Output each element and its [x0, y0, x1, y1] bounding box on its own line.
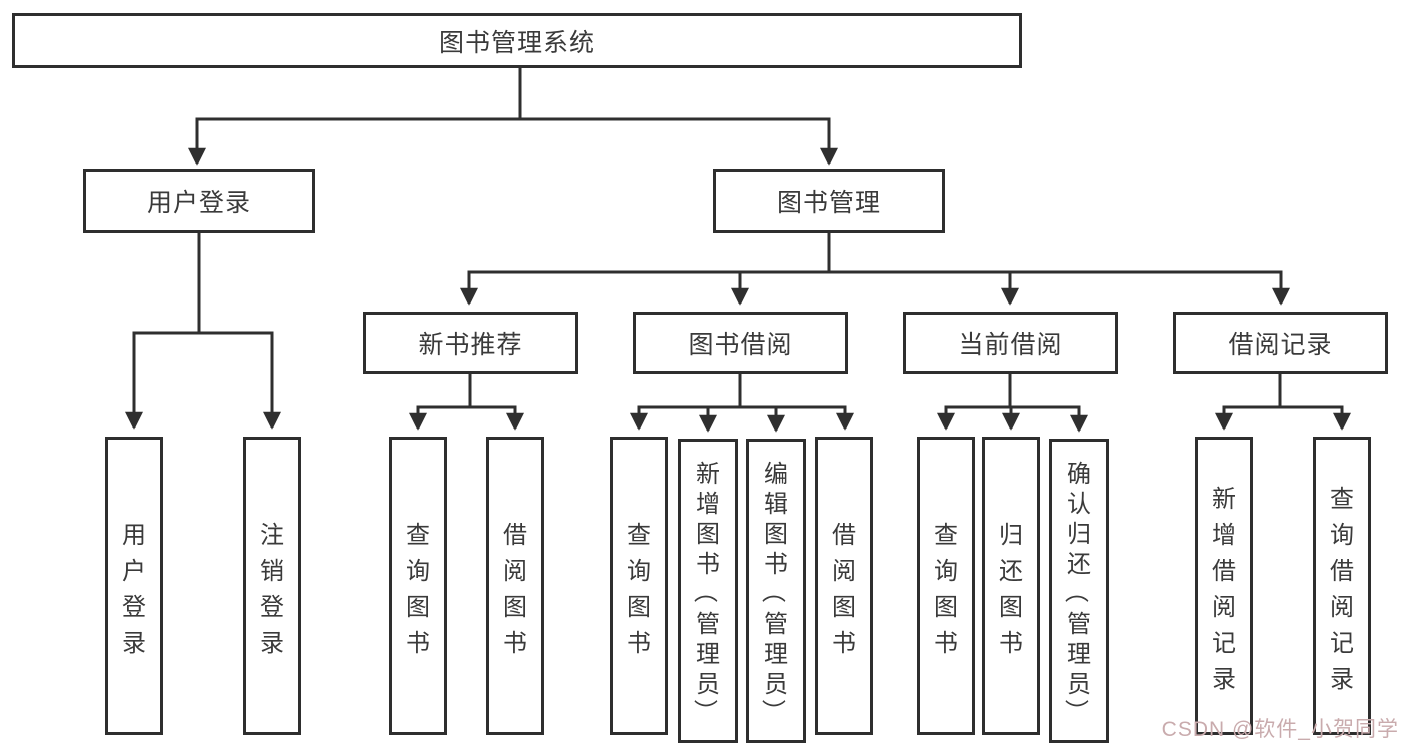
- leaf-label: 用户登录: [122, 521, 146, 657]
- leaf-label: 编辑图书（管理员）: [759, 460, 789, 724]
- leaf-current-confirm-admin: 确认归还（管理员）: [1049, 439, 1109, 743]
- node-user-login: 用户登录: [83, 169, 315, 233]
- leaf-borrow-edit-admin: 编辑图书（管理员）: [746, 439, 806, 743]
- leaf-logout: 注销登录: [243, 437, 301, 735]
- node-book-mgmt: 图书管理: [713, 169, 945, 233]
- leaf-current-query: 查询图书: [917, 437, 975, 735]
- leaf-borrow-book: 借阅图书: [815, 437, 873, 735]
- watermark-text: CSDN @软件_小贺同学: [1161, 718, 1399, 741]
- node-current-borrow: 当前借阅: [903, 312, 1118, 374]
- leaf-label: 借阅图书: [832, 521, 856, 657]
- leaf-record-query: 查询借阅记录: [1313, 437, 1371, 735]
- leaf-label: 查询图书: [406, 521, 430, 657]
- leaf-borrow-add-admin: 新增图书（管理员）: [678, 439, 738, 743]
- leaf-label: 注销登录: [260, 521, 284, 657]
- leaf-newbook-query: 查询图书: [389, 437, 447, 735]
- leaf-label: 归还图书: [999, 521, 1023, 657]
- leaf-label: 借阅图书: [503, 521, 527, 657]
- node-root: 图书管理系统: [12, 13, 1022, 68]
- leaf-borrow-query: 查询图书: [610, 437, 668, 735]
- leaf-newbook-borrow: 借阅图书: [486, 437, 544, 735]
- leaf-label: 查询借阅记录: [1330, 485, 1354, 693]
- leaf-label: 新增图书（管理员）: [691, 460, 721, 724]
- leaf-label: 查询图书: [627, 521, 651, 657]
- node-borrow-record: 借阅记录: [1173, 312, 1388, 374]
- leaf-label: 确认归还（管理员）: [1062, 460, 1092, 724]
- leaf-label: 新增借阅记录: [1212, 485, 1236, 693]
- leaf-label: 查询图书: [934, 521, 958, 657]
- leaf-record-add: 新增借阅记录: [1195, 437, 1253, 735]
- node-book-borrow: 图书借阅: [633, 312, 848, 374]
- leaf-user-login: 用户登录: [105, 437, 163, 735]
- node-new-book: 新书推荐: [363, 312, 578, 374]
- leaf-current-return: 归还图书: [982, 437, 1040, 735]
